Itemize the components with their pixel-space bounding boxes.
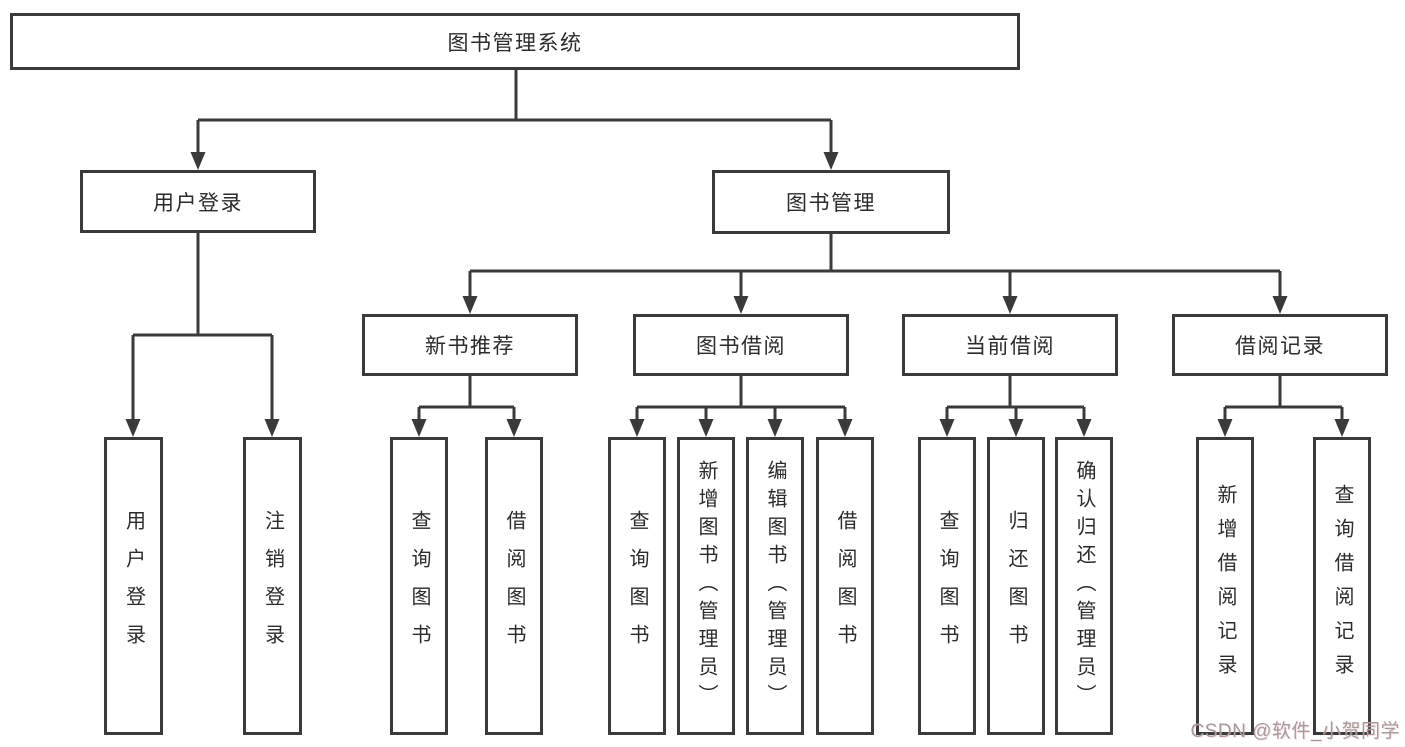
- node-user-login: 用户登录: [80, 170, 316, 233]
- node-root-system: 图书管理系统: [10, 13, 1020, 70]
- node-label: 图书管理系统: [447, 31, 583, 55]
- node-new-book-recommend: 新书推荐: [362, 314, 578, 376]
- connector-borrow-records: [1223, 376, 1344, 421]
- connector-book-borrow: [635, 376, 847, 421]
- node-label: 借阅图书: [834, 510, 856, 662]
- connector-current-borrow: [945, 376, 1086, 421]
- watermark-text: CSDN @软件_小贺同学: [1190, 721, 1400, 742]
- node-label: 注销登录: [261, 510, 284, 662]
- connector-new-book-recommend: [417, 376, 516, 421]
- node-label: 图书借阅: [696, 335, 786, 358]
- node-label: 查询图书: [408, 510, 430, 662]
- node-book-management: 图书管理: [712, 170, 950, 234]
- leaf-return-books: 归还图书: [987, 437, 1045, 735]
- node-label: 新增图书（管理员）: [695, 460, 717, 712]
- connector-lines: [131, 70, 1344, 421]
- leaf-query-books-current: 查询图书: [918, 437, 976, 735]
- leaf-borrow-books: 借阅图书: [816, 437, 874, 735]
- leaf-add-books-admin: 新增图书（管理员）: [677, 437, 735, 735]
- connector-root: [196, 70, 833, 154]
- node-label: 当前借阅: [965, 335, 1055, 358]
- node-label: 查询图书: [626, 510, 648, 662]
- leaf-borrow-books-recommend: 借阅图书: [485, 437, 543, 735]
- node-label: 用户登录: [122, 510, 145, 662]
- leaf-logout: 注销登录: [243, 437, 302, 735]
- node-label: 查询图书: [936, 510, 958, 662]
- node-label: 用户登录: [153, 191, 243, 215]
- node-label: 归还图书: [1005, 510, 1027, 662]
- connector-user-login: [131, 233, 274, 421]
- connector-book-management: [468, 234, 1282, 298]
- node-borrow-records: 借阅记录: [1172, 314, 1388, 376]
- node-label: 新增借阅记录: [1214, 484, 1236, 688]
- node-label: 新书推荐: [425, 335, 515, 358]
- node-label: 图书管理: [786, 192, 876, 215]
- node-label: 借阅记录: [1235, 335, 1325, 358]
- leaf-query-books-borrow: 查询图书: [608, 437, 666, 735]
- leaf-edit-books-admin: 编辑图书（管理员）: [746, 437, 804, 735]
- node-label: 编辑图书（管理员）: [764, 460, 786, 712]
- leaf-confirm-return-admin: 确认归还（管理员）: [1055, 437, 1113, 735]
- leaf-user-login: 用户登录: [104, 437, 163, 735]
- node-label: 借阅图书: [503, 510, 525, 662]
- leaf-query-borrow-record: 查询借阅记录: [1313, 437, 1371, 735]
- leaf-query-books-recommend: 查询图书: [390, 437, 448, 735]
- node-label: 查询借阅记录: [1331, 484, 1353, 688]
- node-current-borrow: 当前借阅: [902, 314, 1118, 376]
- leaf-add-borrow-record: 新增借阅记录: [1196, 437, 1254, 735]
- node-label: 确认归还（管理员）: [1073, 460, 1095, 712]
- node-book-borrow: 图书借阅: [633, 314, 849, 376]
